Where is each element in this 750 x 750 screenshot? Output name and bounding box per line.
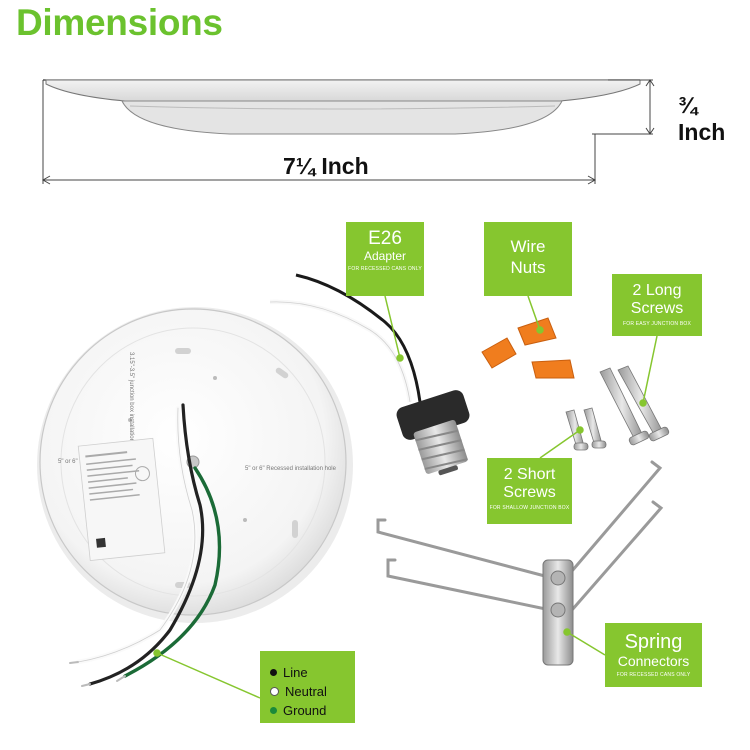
page-title: Dimensions bbox=[16, 2, 223, 43]
width-dimension-line bbox=[41, 80, 597, 185]
spring-connectors bbox=[376, 460, 664, 620]
fixture-profile bbox=[43, 79, 641, 135]
long-screws bbox=[599, 365, 670, 446]
callout-spring-connectors: Spring Connectors FOR RECESSED CANS ONLY bbox=[605, 623, 702, 687]
callout-short-line1: 2 Short bbox=[503, 466, 556, 483]
legend-item-neutral: Neutral bbox=[270, 682, 355, 701]
junction-hole-text: 3.15"-3.5" junction box installation hol… bbox=[128, 352, 134, 456]
legend-label-ground: Ground bbox=[283, 703, 327, 718]
legend-label-neutral: Neutral bbox=[285, 684, 327, 699]
callout-e26-line1: E26 bbox=[368, 228, 402, 249]
callout-spring-line2: Connectors bbox=[617, 653, 690, 669]
callout-leaders bbox=[153, 295, 658, 699]
callout-short-note: FOR SHALLOW JUNCTION BOX bbox=[489, 505, 570, 511]
wire-legend: Line Neutral Ground bbox=[260, 651, 355, 723]
width-dimension-label: 7¼ Inch bbox=[283, 153, 369, 179]
spring-clip bbox=[542, 559, 574, 666]
callout-long-line2: Screws bbox=[630, 300, 684, 317]
legend-item-ground: Ground bbox=[270, 701, 355, 720]
callout-spring-note: FOR RECESSED CANS ONLY bbox=[616, 672, 691, 678]
e26-adapter bbox=[269, 273, 470, 476]
callout-e26-note: FOR RECESSED CANS ONLY bbox=[348, 266, 422, 272]
legend-dot-ground bbox=[270, 707, 277, 714]
recessed-hole-text-right: 5" or 6" Recessed installation hole bbox=[245, 466, 337, 472]
callout-wire-nuts: Wire Nuts bbox=[484, 222, 572, 296]
short-screws bbox=[565, 407, 607, 451]
wire-nuts bbox=[481, 317, 575, 379]
legend-label-line: Line bbox=[283, 665, 308, 680]
callout-nuts-line1: Wire bbox=[510, 237, 546, 256]
callout-e26-line2: Adapter bbox=[363, 249, 407, 263]
height-dimension-line bbox=[592, 79, 655, 135]
legend-dot-neutral bbox=[270, 687, 279, 696]
legend-dot-line bbox=[270, 669, 277, 676]
callout-long-screws: 2 Long Screws FOR EASY JUNCTION BOX bbox=[612, 274, 702, 336]
callout-nuts-line2: Nuts bbox=[510, 258, 546, 277]
callout-short-screws: 2 Short Screws FOR SHALLOW JUNCTION BOX bbox=[487, 458, 572, 524]
legend-item-line: Line bbox=[270, 663, 355, 682]
height-dimension-label: ¾ Inch bbox=[678, 92, 726, 145]
callout-long-note: FOR EASY JUNCTION BOX bbox=[622, 321, 691, 327]
plate-wires bbox=[69, 403, 222, 687]
callout-spring-line1: Spring bbox=[624, 631, 683, 653]
callout-long-line1: 2 Long bbox=[632, 282, 682, 299]
mounting-plate: 3.15"-3.5" junction box installation hol… bbox=[37, 307, 353, 623]
callout-e26-adapter: E26 Adapter FOR RECESSED CANS ONLY bbox=[346, 222, 424, 296]
callout-short-line2: Screws bbox=[503, 484, 556, 501]
